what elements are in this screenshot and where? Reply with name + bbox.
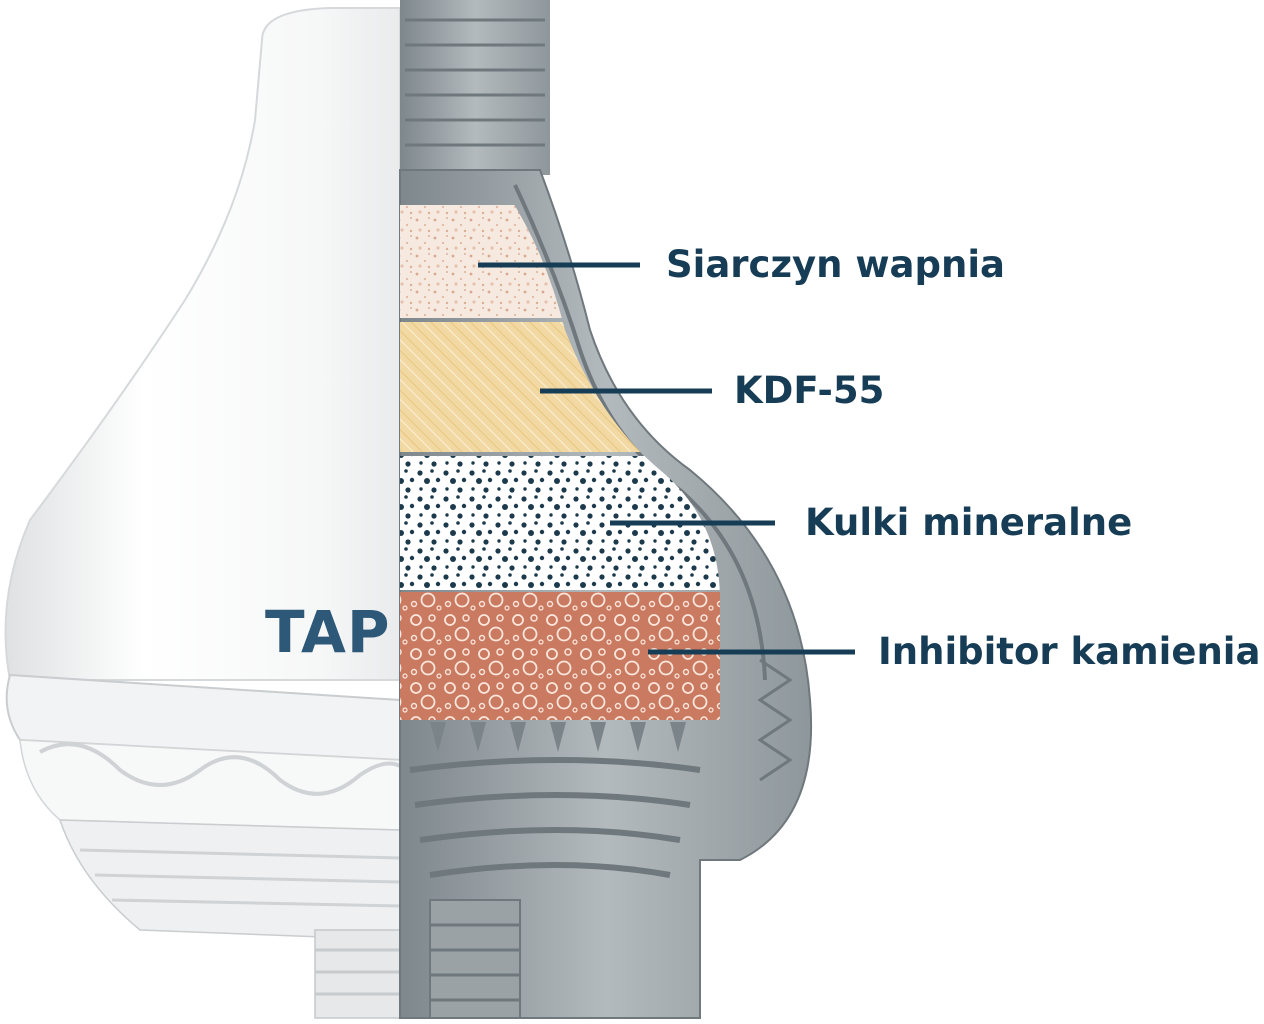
white-shell	[4, 7, 401, 1019]
label-scale-inhibitor: Inhibitor kamienia	[878, 630, 1260, 673]
layer-scale-inhibitor	[400, 592, 720, 720]
brand-logo-text: TAP	[265, 598, 390, 666]
label-calcium-sulfite: Siarczyn wapnia	[666, 243, 1005, 286]
layer-kdf-55	[400, 322, 720, 452]
label-kdf-55: KDF-55	[734, 369, 884, 412]
label-mineral-balls: Kulki mineralne	[805, 501, 1132, 544]
